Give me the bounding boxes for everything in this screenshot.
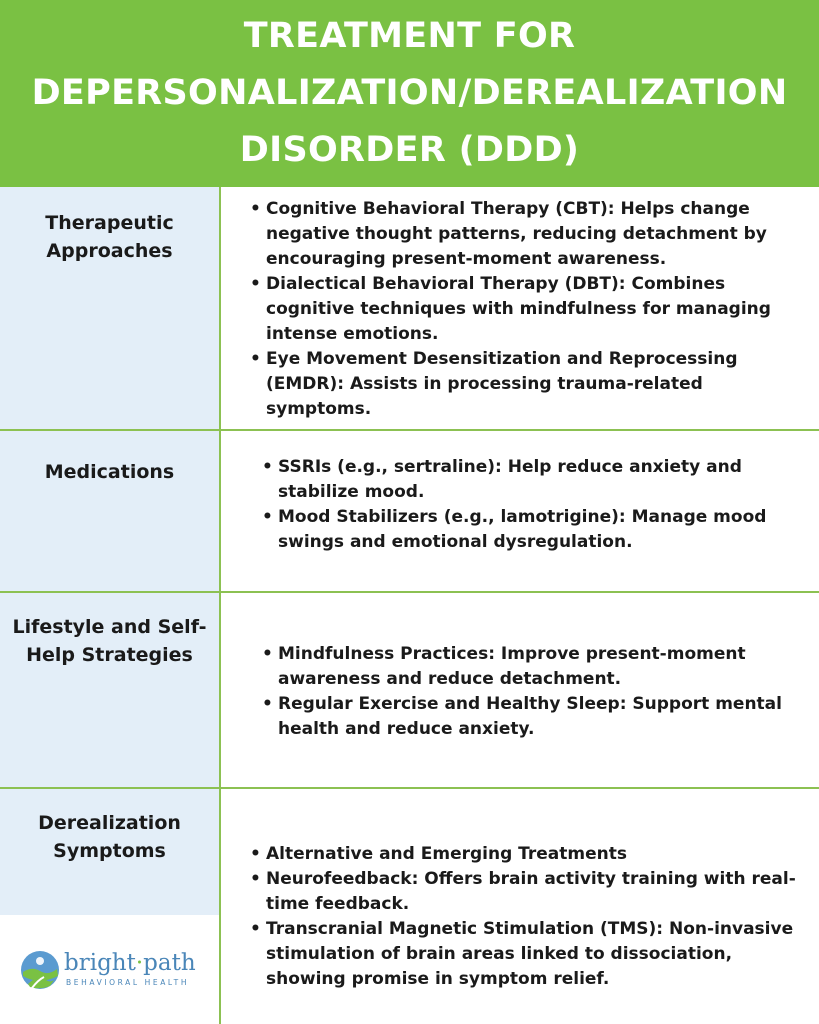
therapeutic-approaches-list: Cognitive Behavioral Therapy (CBT): Help…	[250, 197, 805, 422]
list-item: Mindfulness Practices: Improve present-m…	[262, 642, 802, 692]
logo-wordmark: bright·path	[64, 950, 196, 976]
row-divider	[0, 591, 819, 593]
list-item: Dialectical Behavioral Therapy (DBT): Co…	[250, 272, 805, 347]
column-divider	[219, 187, 221, 1024]
brand-logo: bright·path BEHAVIORAL HEALTH	[20, 948, 215, 993]
section-label-medications: Medications	[44, 461, 175, 483]
landscape-circle-icon	[21, 951, 59, 989]
list-item: Regular Exercise and Healthy Sleep: Supp…	[262, 692, 802, 742]
left-column	[0, 187, 219, 915]
medications-list: SSRIs (e.g., sertraline): Help reduce an…	[262, 455, 802, 555]
list-item: SSRIs (e.g., sertraline): Help reduce an…	[262, 455, 802, 505]
header-banner: TREATMENT FOR DEPERSONALIZATION/DEREALIZ…	[0, 0, 819, 187]
lifestyle-list: Mindfulness Practices: Improve present-m…	[262, 642, 802, 742]
section-label-therapeutic-approaches: Therapeutic Approaches	[45, 212, 174, 262]
row-divider	[0, 787, 819, 789]
list-item: Transcranial Magnetic Stimulation (TMS):…	[250, 917, 805, 992]
derealization-list: Alternative and Emerging Treatments Neur…	[250, 842, 805, 992]
list-item: Neurofeedback: Offers brain activity tra…	[250, 867, 805, 917]
section-label-lifestyle: Lifestyle and Self- Help Strategies	[12, 616, 207, 666]
list-item: Alternative and Emerging Treatments	[250, 842, 805, 867]
row-divider	[0, 429, 819, 431]
list-item: Eye Movement Desensitization and Reproce…	[250, 347, 805, 422]
page-title: TREATMENT FOR DEPERSONALIZATION/DEREALIZ…	[31, 16, 788, 170]
list-item: Mood Stabilizers (e.g., lamotrigine): Ma…	[262, 505, 802, 555]
logo-subtitle: BEHAVIORAL HEALTH	[66, 978, 190, 987]
list-item: Cognitive Behavioral Therapy (CBT): Help…	[250, 197, 805, 272]
section-label-derealization-symptoms: Derealization Symptoms	[38, 812, 181, 862]
